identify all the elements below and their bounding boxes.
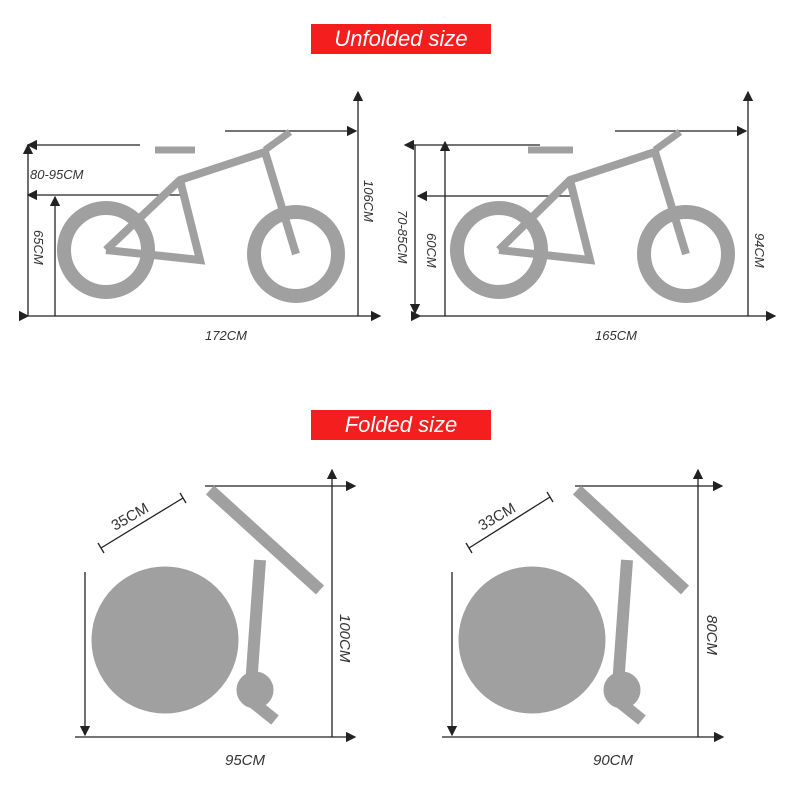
folded-height-label-b: 80CM xyxy=(703,615,720,656)
unfolded-bike-a-icon xyxy=(57,129,345,303)
total-height-label-b: 94CM xyxy=(752,233,767,268)
folded-bike-a-icon xyxy=(91,485,325,725)
bar-width-label-b: 33CM xyxy=(476,500,519,535)
folded-length-label-b: 90CM xyxy=(593,752,634,769)
unfolded-size-banner: Unfolded size xyxy=(311,24,491,54)
wheel-height-label-a: 65CM xyxy=(31,230,46,265)
length-label-a: 172CM xyxy=(205,328,247,343)
length-label-b: 165CM xyxy=(595,328,637,343)
seat-height-label-a: 80-95CM xyxy=(30,167,84,182)
seat-height-label-b: 70-85CM xyxy=(395,210,410,264)
unfolded-bike-b-icon xyxy=(450,129,735,303)
folded-length-label-a: 95CM xyxy=(225,752,266,769)
folded-height-label-a: 100CM xyxy=(336,614,353,663)
total-height-label-a: 106CM xyxy=(361,180,376,222)
folded-size-banner: Folded size xyxy=(311,410,491,440)
folded-bike-b-icon xyxy=(458,485,690,725)
wheel-height-label-b: 60CM xyxy=(424,233,439,268)
bar-width-label-a: 35CM xyxy=(109,500,152,535)
